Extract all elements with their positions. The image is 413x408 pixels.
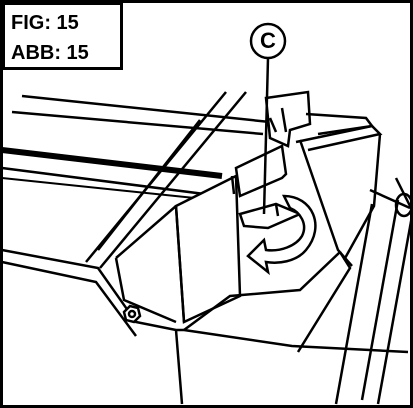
figure-label-abb: ABB: 15	[11, 42, 89, 64]
tray-body	[1, 248, 409, 405]
figure-label-box: FIG: 15 ABB: 15	[2, 2, 123, 70]
tray-right	[183, 112, 383, 353]
fence-upper	[264, 90, 312, 148]
right-rail	[334, 177, 413, 405]
lower-rods	[1, 147, 223, 201]
callout-label: C	[260, 28, 276, 53]
left-rails	[85, 91, 247, 269]
rotation-arrow	[246, 194, 317, 276]
figure-label-fig: FIG: 15	[11, 12, 79, 34]
callout-c	[249, 22, 287, 215]
lever	[238, 202, 304, 230]
bolt	[122, 304, 142, 324]
upper-rods	[11, 94, 271, 136]
